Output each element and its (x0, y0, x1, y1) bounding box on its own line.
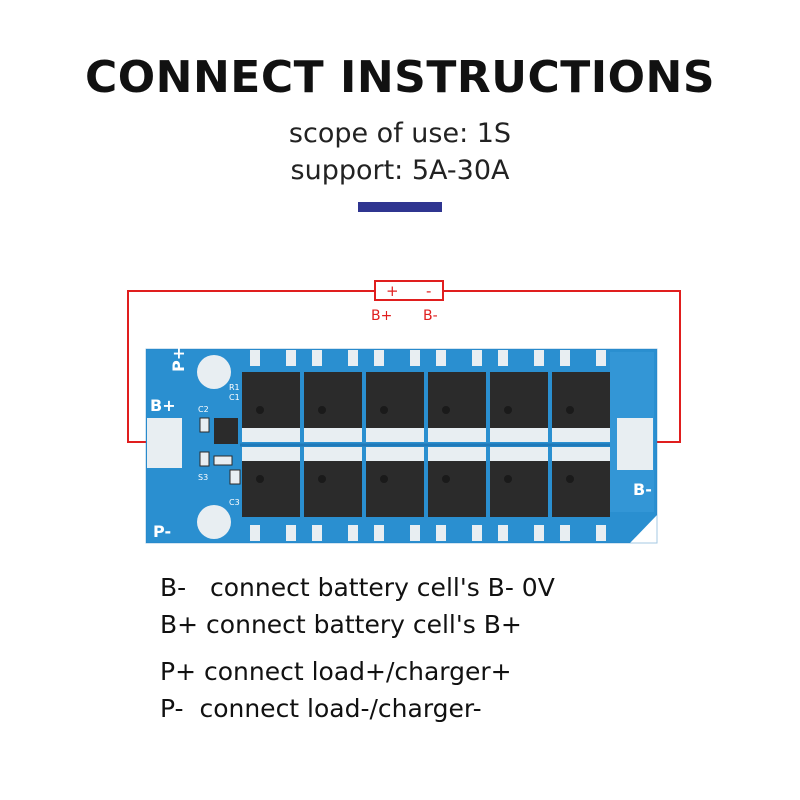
mosfet-bottom-5 (490, 447, 548, 541)
instruction-bminus: B- connect battery cell's B- 0V (160, 573, 555, 602)
mosfet-row-top (242, 350, 610, 442)
mosfet-bottom-2 (304, 447, 362, 541)
connection-wires (127, 290, 681, 443)
page-title: CONNECT INSTRUCTIONS (84, 52, 716, 103)
instruction-bplus: B+ connect battery cell's B+ (160, 610, 522, 639)
mosfet-top-4 (428, 350, 486, 442)
terminal-box (374, 280, 444, 301)
mosfet-top-2 (304, 350, 362, 442)
chip-label-c1: C1 (229, 393, 240, 402)
pad-bplus-label: B+ (150, 396, 176, 415)
pad-bminus-label: B- (633, 480, 652, 499)
chip-label-c2: C2 (198, 405, 209, 414)
pad-pplus-round (197, 355, 231, 389)
scope-text: scope of use: 1S (288, 118, 512, 149)
pad-pplus-label: P+ (169, 347, 188, 372)
mosfet-top-3 (366, 350, 424, 442)
terminal-plus-label: + (386, 282, 399, 300)
mosfet-top-1 (242, 350, 300, 442)
chip-label-c3: C3 (229, 498, 240, 507)
mosfet-top-5 (490, 350, 548, 442)
wire-bminus (443, 290, 681, 443)
support-text: support: 5A-30A (290, 155, 510, 186)
instruction-pplus: P+ connect load+/charger+ (160, 657, 512, 686)
accent-divider (358, 202, 442, 212)
terminal-minus-label: - (426, 282, 431, 300)
wire-label-bplus: B+ (371, 308, 392, 324)
mosfet-bottom-1 (242, 447, 300, 541)
mosfet-row-bottom (242, 447, 610, 541)
control-ic (214, 418, 238, 444)
pad-pminus-label: P- (153, 522, 171, 541)
wire-label-bminus: B- (423, 308, 438, 324)
pad-pminus-round (197, 505, 231, 539)
chip-label-s3: S3 (198, 473, 208, 482)
mosfet-bottom-6 (552, 447, 610, 541)
wire-bplus (127, 290, 375, 443)
mosfet-bottom-4 (428, 447, 486, 541)
mosfet-bottom-3 (366, 447, 424, 541)
instruction-pminus: P- connect load-/charger- (160, 694, 482, 723)
chip-label-r1: R1 (229, 383, 240, 392)
pcb: P+ B+ P- B- R1 C1 C2 S3 C3 (145, 347, 658, 544)
bms-board-diagram: + - B+ B- P+ B+ P- B- R1 C1 C2 S3 C3 (127, 280, 681, 544)
mosfet-top-6 (552, 350, 610, 442)
pad-bminus (617, 418, 653, 470)
pad-bplus (147, 418, 182, 468)
